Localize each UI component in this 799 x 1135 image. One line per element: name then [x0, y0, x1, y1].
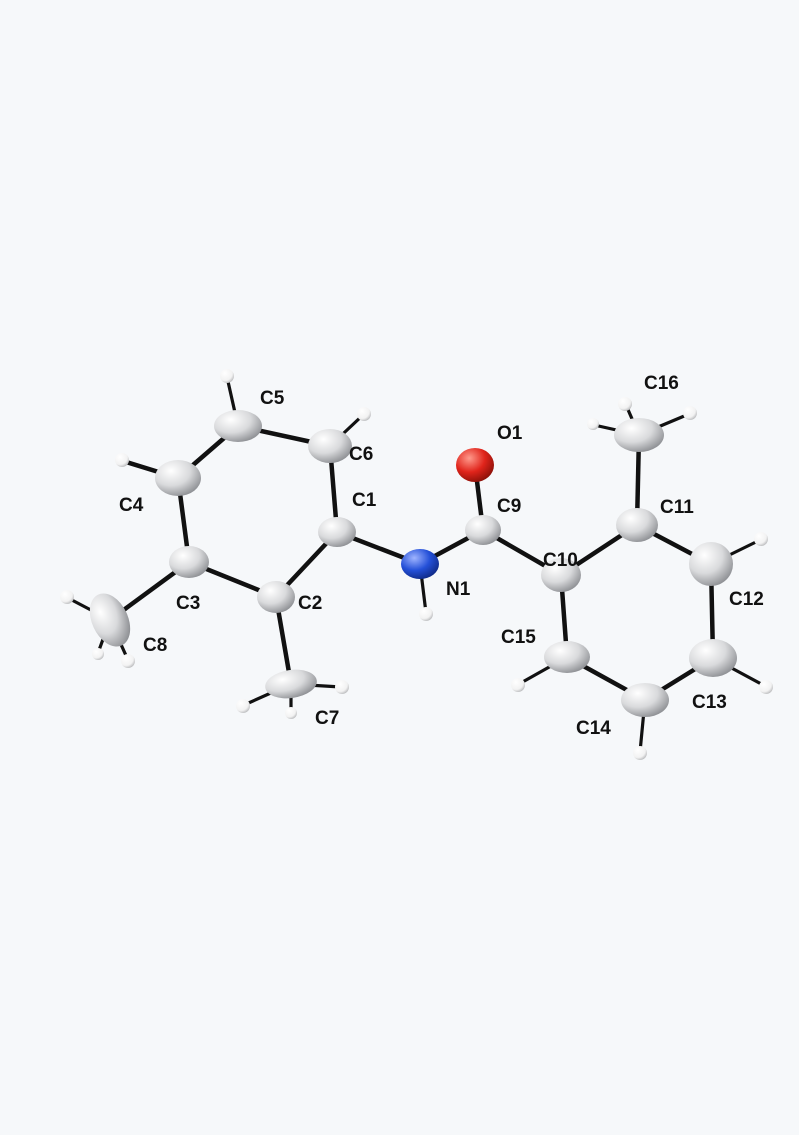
atom-C7 [265, 669, 317, 699]
hydrogen-atom [220, 369, 234, 383]
atom-C10 [541, 558, 581, 592]
hydrogen-atom [754, 532, 768, 546]
hydrogen-atom [683, 406, 697, 420]
hydrogen-atom [285, 707, 297, 719]
hydrogen-atom [759, 680, 773, 694]
hydrogen-atom [511, 678, 525, 692]
hydrogen-atom [60, 590, 74, 604]
label-C11: C11 [660, 497, 694, 518]
atom-label-layer: C1 C2 C3 C4 C5 C6 C7 C8 C9 C10 C11 C12 C… [119, 373, 764, 739]
label-C3: C3 [176, 593, 200, 614]
hydrogen-atom-layer [60, 369, 773, 760]
label-C16: C16 [644, 373, 679, 394]
hydrogen-atom [587, 418, 599, 430]
hydrogen-atom [236, 699, 250, 713]
label-O1: O1 [497, 423, 523, 444]
label-C2: C2 [298, 593, 322, 614]
hydrogen-atom [357, 407, 371, 421]
hydrogen-atom [92, 648, 104, 660]
label-C14: C14 [576, 718, 611, 739]
label-C12: C12 [729, 589, 764, 610]
label-C4: C4 [119, 495, 144, 516]
hydrogen-atom [419, 607, 433, 621]
atom-C2 [257, 581, 295, 613]
label-C13: C13 [692, 692, 727, 713]
atom-C13 [689, 639, 737, 677]
atom-C11 [616, 508, 658, 542]
label-C8: C8 [143, 635, 167, 656]
atom-C16 [614, 418, 664, 452]
label-C7: C7 [315, 708, 339, 729]
atom-C6 [308, 429, 352, 463]
hydrogen-atom [121, 654, 135, 668]
label-C15: C15 [501, 627, 536, 648]
atom-N1 [401, 549, 439, 579]
label-C6: C6 [349, 444, 373, 465]
atom-C15 [544, 641, 590, 673]
atom-C12 [689, 542, 733, 586]
hydrogen-atom [618, 397, 632, 411]
label-C10: C10 [543, 550, 578, 571]
label-C9: C9 [497, 496, 521, 517]
atom-C5 [214, 410, 262, 442]
hydrogen-atom [115, 453, 129, 467]
atom-C3 [169, 546, 209, 578]
heavy-atom-layer [89, 410, 737, 717]
atom-C9 [465, 515, 501, 545]
label-C5: C5 [260, 388, 285, 409]
hydrogen-atom [335, 680, 349, 694]
atom-C8 [89, 593, 131, 647]
atom-C4 [155, 460, 201, 496]
atom-C1 [318, 517, 356, 547]
atom-C14 [621, 683, 669, 717]
label-N1: N1 [446, 579, 471, 600]
label-C1: C1 [352, 490, 377, 511]
hydrogen-atom [633, 746, 647, 760]
atom-O1 [456, 448, 494, 482]
